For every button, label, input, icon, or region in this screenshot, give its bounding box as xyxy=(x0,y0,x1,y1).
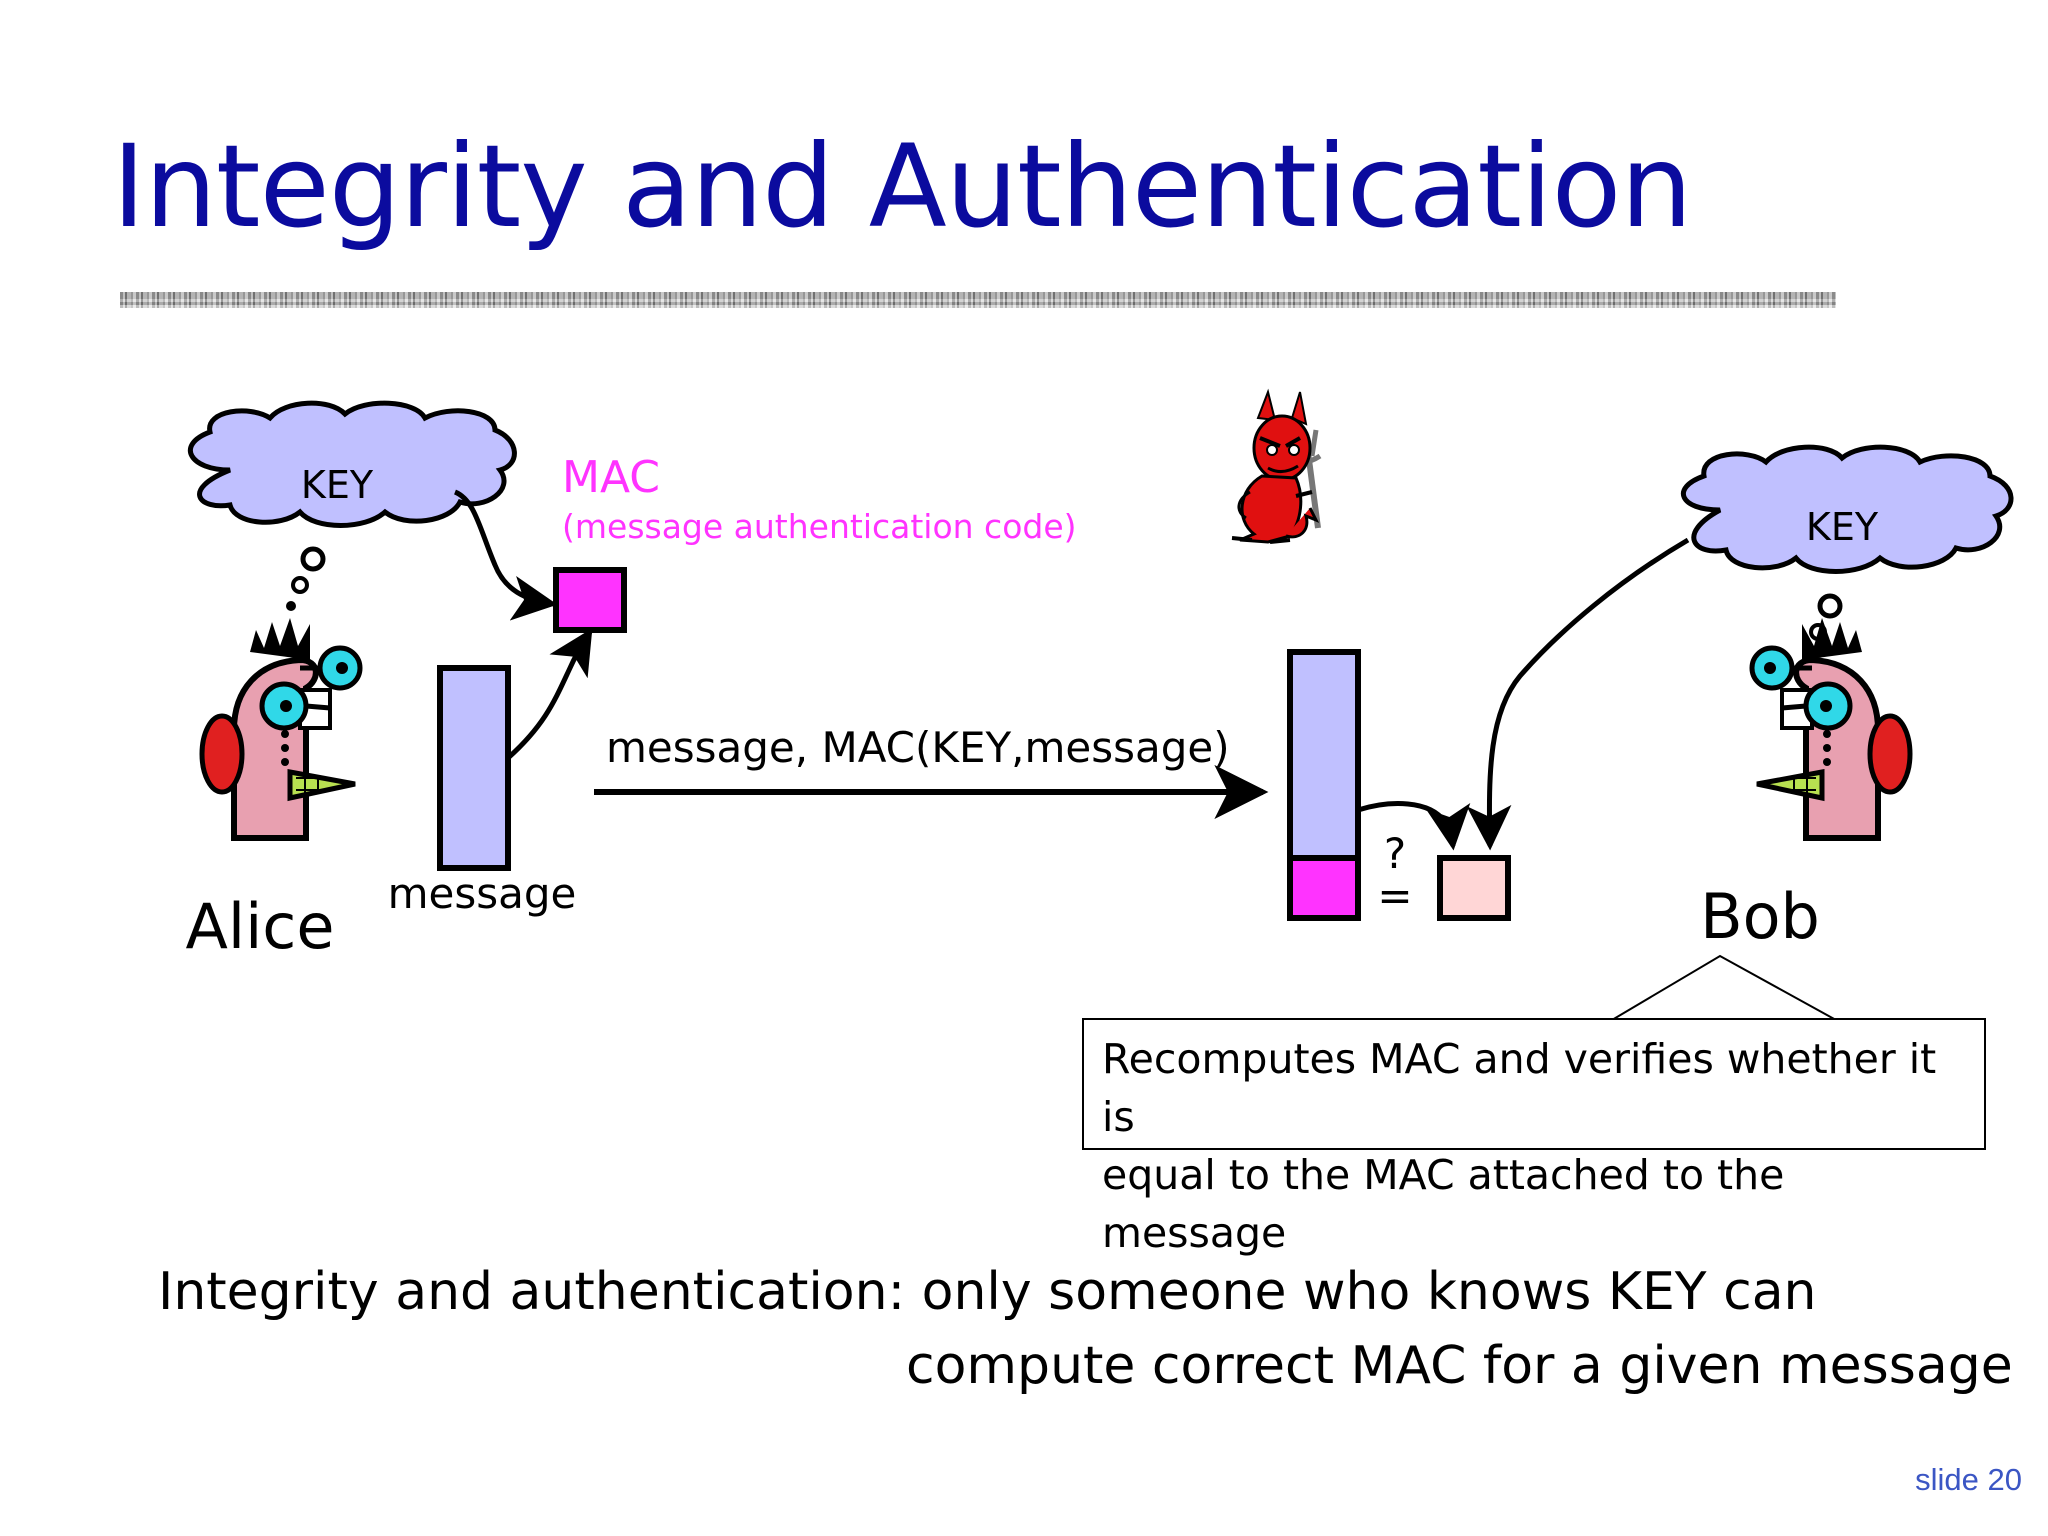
alice-thought-cloud-icon xyxy=(187,400,517,611)
bob-key-to-recompute-arrow xyxy=(1466,537,1690,851)
message-to-recompute-arrow xyxy=(1357,801,1471,851)
bob-thought-cloud-icon xyxy=(1681,444,2014,657)
alice-mac-block xyxy=(553,567,627,633)
summary-line-1: Integrity and authentication: only someo… xyxy=(158,1262,1817,1322)
alice-character-icon xyxy=(199,618,363,841)
mac-description: (message authentication code) xyxy=(562,507,1077,546)
key-to-mac-arrow xyxy=(453,489,558,621)
callout-line-2: equal to the MAC attached to the message xyxy=(1102,1151,1785,1257)
alice-name: Alice xyxy=(185,890,334,963)
bob-key-label: KEY xyxy=(1806,505,1879,549)
title-divider xyxy=(120,292,1836,308)
compare-equals-sign: = xyxy=(1377,871,1412,920)
bob-name: Bob xyxy=(1700,880,1820,953)
page-title: Integrity and Authentication xyxy=(112,120,1693,253)
callout-line-1: Recomputes MAC and verifies whether it i… xyxy=(1102,1035,1937,1141)
received-mac-block xyxy=(1287,855,1361,921)
transmission-label: message, MAC(KEY,message) xyxy=(606,723,1230,772)
summary-line-2: compute correct MAC for a given message xyxy=(906,1336,2013,1396)
alice-key-label: KEY xyxy=(301,463,374,507)
alice-message-label: message xyxy=(388,869,577,918)
mac-label: MAC xyxy=(562,452,660,503)
bob-character-icon xyxy=(1749,618,1913,841)
message-to-mac-arrow xyxy=(506,628,593,760)
devil-eavesdropper-icon xyxy=(1231,388,1322,544)
recomputed-mac-block xyxy=(1437,855,1511,921)
compare-question-mark: ? xyxy=(1384,829,1406,878)
alice-message-block xyxy=(437,665,511,871)
callout-pointer xyxy=(1611,954,1837,1021)
received-message-block xyxy=(1287,649,1361,861)
recompute-callout: Recomputes MAC and verifies whether it i… xyxy=(1082,1018,1986,1257)
slide-number: slide 20 xyxy=(1915,1462,2022,1497)
